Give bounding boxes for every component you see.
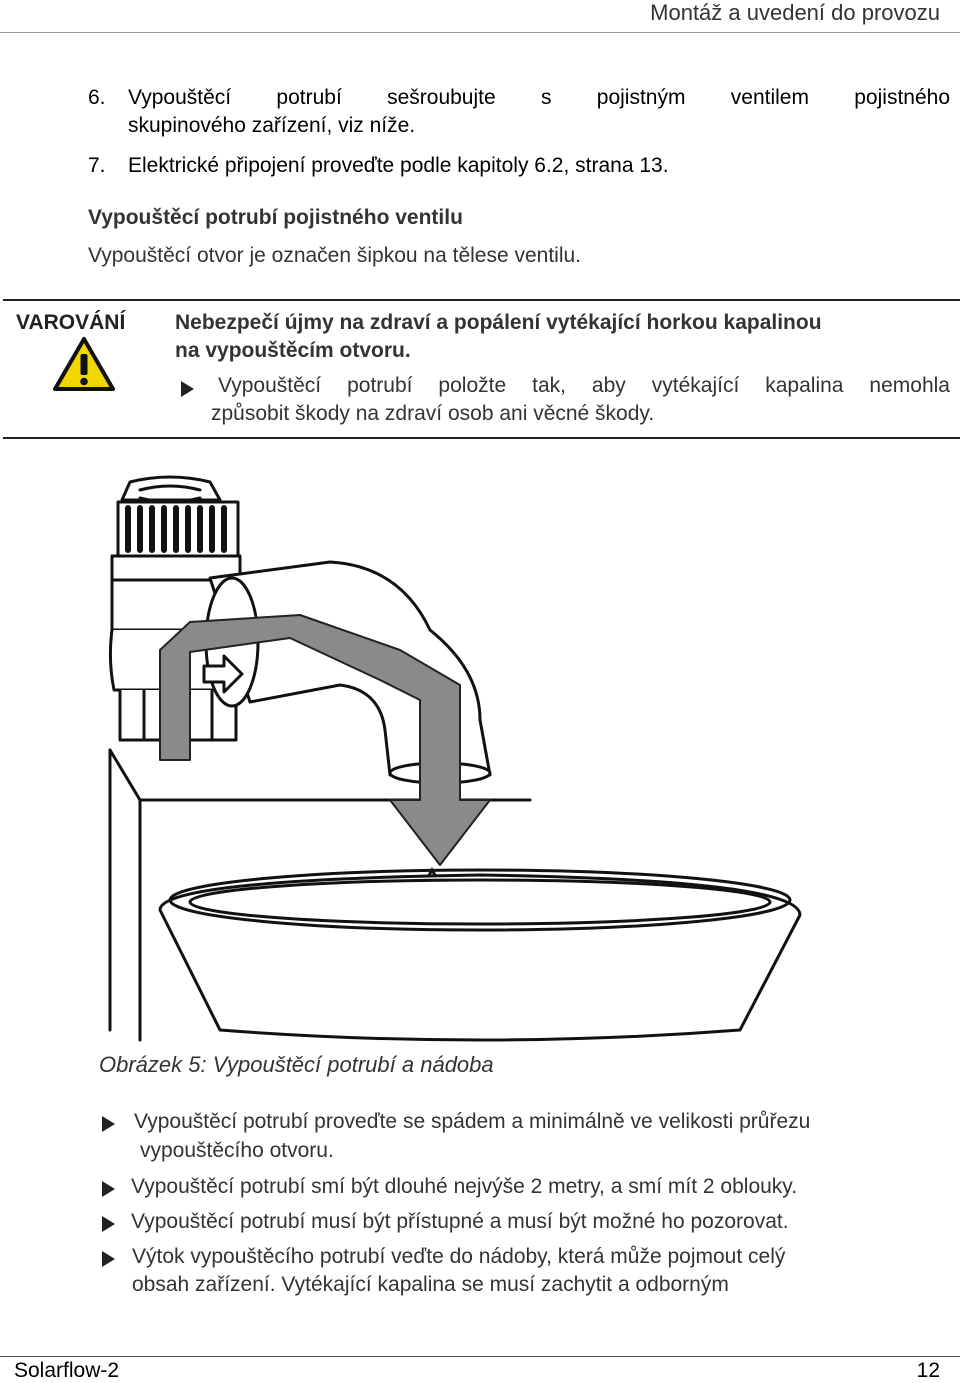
warning-bullet-line2: způsobit škody na zdraví osob ani věcné … (211, 402, 655, 425)
footer-page-number: 12 (916, 1359, 940, 1382)
bullet-4-line2: obsah zařízení. Vytékající kapalina se m… (132, 1273, 729, 1296)
section-text: Vypouštěcí otvor je označen šipkou na tě… (88, 244, 582, 267)
step-7-text: Elektrické připojení proveďte podle kapi… (128, 154, 669, 177)
bullet-arrow-icon (102, 1216, 115, 1232)
warning-label: VAROVÁNÍ (16, 311, 126, 334)
bullet-arrow-icon (102, 1116, 115, 1132)
step-6-text-line1: Vypouštěcí potrubí sešroubujte s pojistn… (128, 86, 950, 109)
step-6-number: 6. (88, 86, 106, 109)
bullet-1-line1: Vypouštěcí potrubí proveďte se spádem a … (134, 1110, 811, 1133)
warning-bottom-rule (3, 437, 960, 439)
warning-top-rule (3, 299, 960, 301)
bullet-arrow-icon (181, 381, 194, 397)
footer-product-name: Solarflow-2 (14, 1359, 120, 1382)
warning-bullet-line1: Vypouštěcí potrubí položte tak, aby vyté… (218, 374, 950, 397)
bullet-1-line2: vypouštěcího otvoru. (140, 1139, 334, 1162)
bullet-4-line1: Výtok vypouštěcího potrubí veďte do nádo… (132, 1245, 786, 1268)
header-divider (0, 32, 960, 33)
drain-pipe-and-basin-illustration (108, 475, 802, 1042)
warning-triangle-icon (53, 337, 115, 391)
step-6-text-line2: skupinového zařízení, viz níže. (128, 114, 416, 137)
bullet-2-line1: Vypouštěcí potrubí smí být dlouhé nejvýš… (131, 1175, 798, 1198)
section-heading: Vypouštěcí potrubí pojistného ventilu (88, 206, 463, 229)
page-header-title: Montáž a uvedení do provozu (650, 0, 940, 25)
bullet-3-line1: Vypouštěcí potrubí musí být přístupné a … (131, 1210, 789, 1233)
warning-bold-line2: na vypouštěcím otvoru. (175, 339, 411, 362)
footer-divider (0, 1356, 960, 1357)
bullet-arrow-icon (102, 1251, 115, 1267)
figure-caption: Obrázek 5: Vypouštěcí potrubí a nádoba (99, 1052, 494, 1077)
step-7-number: 7. (88, 154, 106, 177)
warning-bold-line1: Nebezpečí újmy na zdraví a popálení vyté… (175, 311, 822, 334)
bullet-arrow-icon (102, 1181, 115, 1197)
